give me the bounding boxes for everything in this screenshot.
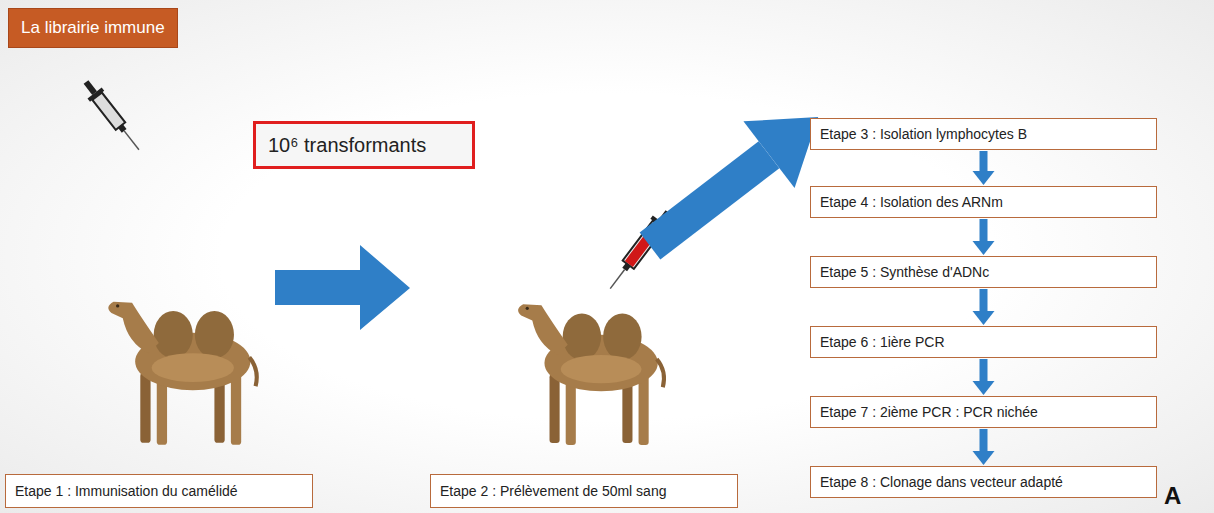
camel-figure xyxy=(518,304,664,445)
panel-letter: A xyxy=(1164,482,1181,510)
title-text: La librairie immune xyxy=(21,18,165,38)
step-box: Etape 6 : 1ière PCR xyxy=(810,326,1157,358)
step-box: Etape 3 : Isolation lymphocytes B xyxy=(810,118,1157,150)
arrow-head xyxy=(973,241,995,255)
step-box: Etape 2 : Prélèvement de 50ml sang xyxy=(430,474,738,508)
step-text: Etape 7 : 2ième PCR : PCR nichée xyxy=(820,404,1147,420)
syringe-icon xyxy=(79,76,146,155)
step-text: Etape 3 : Isolation lymphocytes B xyxy=(820,126,1147,142)
step-box: Etape 1 : Immunisation du camélidé xyxy=(5,474,313,508)
flow-arrow xyxy=(980,219,988,243)
arrow-head xyxy=(973,171,995,185)
highlight-box: 10⁶ transformants xyxy=(253,121,475,169)
arrow-head xyxy=(973,311,995,325)
step-text: Etape 5 : Synthèse d'ADNc xyxy=(820,264,1147,280)
flow-arrow xyxy=(980,429,988,453)
step-text: 10⁶ transformants xyxy=(268,134,460,157)
step-text: Etape 1 : Immunisation du camélidé xyxy=(15,483,303,499)
arrow-head xyxy=(973,451,995,465)
title-banner: La librairie immune xyxy=(8,8,178,48)
step-text: Etape 8 : Clonage dans vecteur adapté xyxy=(820,474,1147,490)
step-box: Etape 8 : Clonage dans vecteur adapté xyxy=(810,466,1157,498)
step-text: Etape 4 : Isolation des ARNm xyxy=(820,194,1147,210)
arrow-head xyxy=(973,381,995,395)
step-text: Etape 2 : Prélèvement de 50ml sang xyxy=(440,483,728,499)
step-box: Etape 5 : Synthèse d'ADNc xyxy=(810,256,1157,288)
process-arrow xyxy=(275,245,410,330)
flow-arrow xyxy=(980,359,988,383)
process-arrow xyxy=(624,84,843,280)
flow-arrow xyxy=(980,151,988,173)
camel-figure xyxy=(108,302,256,445)
step-text: Etape 6 : 1ière PCR xyxy=(820,334,1147,350)
flow-arrow xyxy=(980,289,988,313)
step-box: Etape 7 : 2ième PCR : PCR nichée xyxy=(810,396,1157,428)
step-box: Etape 4 : Isolation des ARNm xyxy=(810,186,1157,218)
